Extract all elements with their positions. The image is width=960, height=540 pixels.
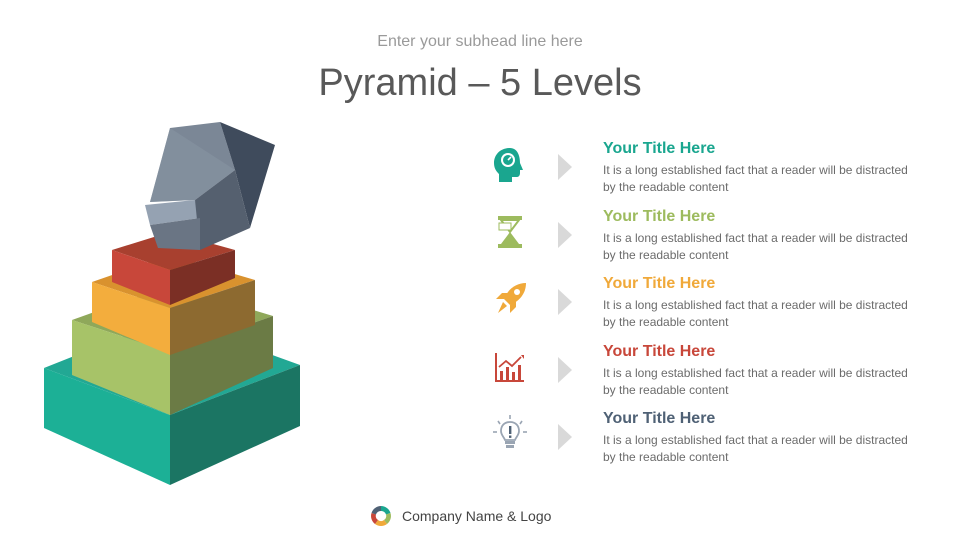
chevron-right-icon	[558, 221, 572, 248]
footer: Company Name & Logo	[370, 504, 551, 528]
circular-logo-icon	[371, 506, 391, 526]
company-name: Company Name & Logo	[402, 508, 552, 524]
chevron-right-icon	[558, 424, 572, 450]
item-description: It is a long established fact that a rea…	[603, 433, 908, 464]
page-title: Pyramid – 5 Levels	[318, 62, 642, 104]
page-subhead: Enter your subhead line here	[377, 33, 583, 50]
item-description: It is a long established fact that a rea…	[603, 298, 908, 329]
bar-chart-icon	[495, 352, 524, 382]
pyramid-capstone	[145, 122, 275, 250]
chevron-right-icon	[558, 154, 572, 180]
rocket-icon	[496, 283, 526, 313]
item-description: It is a long established fact that a rea…	[603, 230, 908, 262]
list-item: Your Title Here It is a long established…	[488, 140, 928, 208]
hourglass-icon	[498, 215, 522, 248]
item-description: It is a long established fact that a rea…	[603, 163, 908, 194]
item-title: Your Title Here	[603, 410, 716, 427]
pyramid-illustration	[44, 122, 300, 485]
chevron-right-icon	[558, 356, 572, 383]
item-title: Your Title Here	[603, 342, 716, 360]
lightbulb-icon	[493, 415, 527, 448]
list-item: Your Title Here It is a long established…	[488, 208, 928, 276]
item-title: Your Title Here	[603, 207, 716, 225]
item-title: Your Title Here	[603, 140, 716, 157]
items-list: Your Title Here It is a long established…	[488, 140, 928, 478]
head-gauge-icon	[494, 148, 523, 182]
list-item: Your Title Here It is a long established…	[488, 343, 928, 411]
list-item: Your Title Here It is a long established…	[488, 410, 928, 478]
chevron-right-icon	[558, 289, 572, 315]
item-description: It is a long established fact that a rea…	[603, 365, 908, 397]
item-title: Your Title Here	[603, 275, 716, 292]
list-item: Your Title Here It is a long established…	[488, 275, 928, 343]
